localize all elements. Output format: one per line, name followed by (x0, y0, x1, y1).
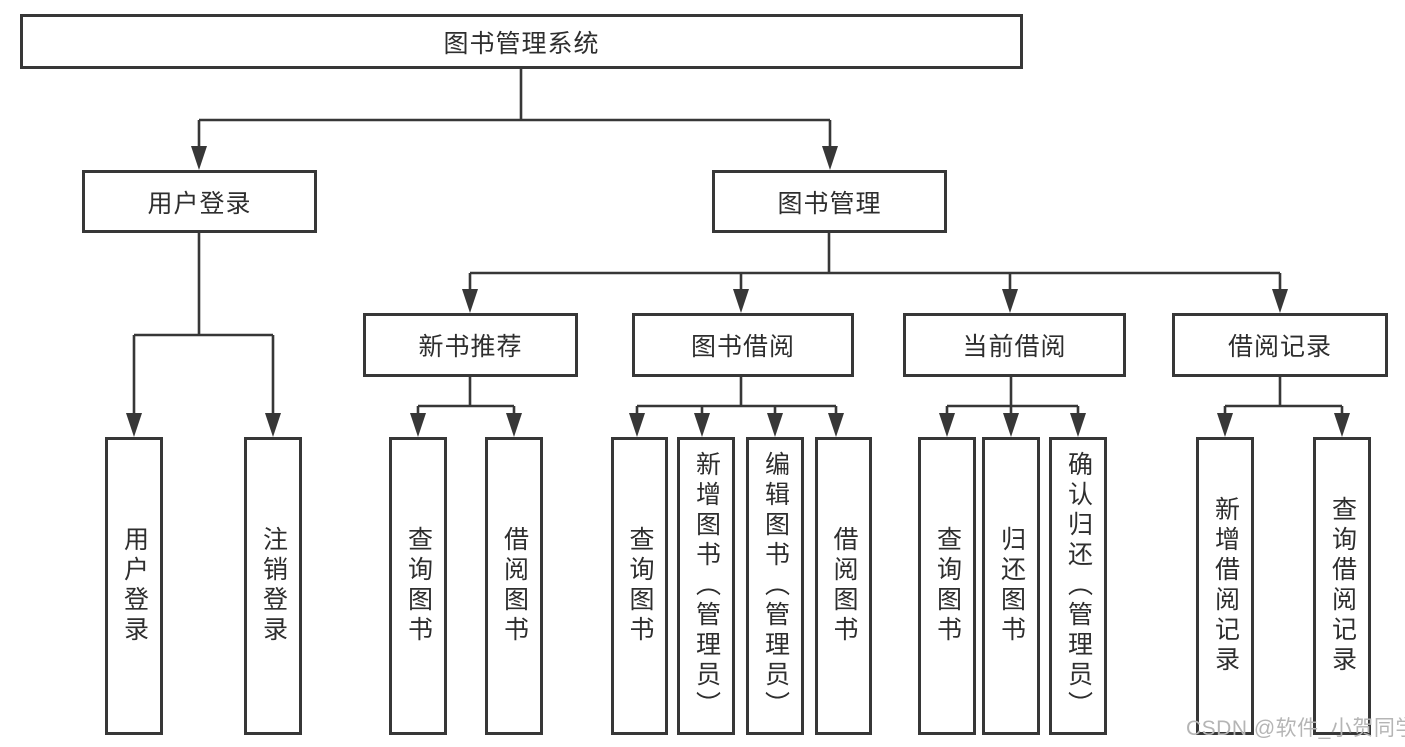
arrowhead (939, 413, 955, 437)
arrowhead (126, 413, 142, 437)
node-book-borrowing-label: 图书借阅 (690, 333, 795, 361)
node-add-books-admin-label: 新增图书（管理员） (692, 451, 721, 721)
node-query-books-current-label: 查询图书 (933, 526, 962, 646)
node-add-borrow-record: 新增借阅记录 (1196, 437, 1254, 735)
arrowhead (1002, 289, 1018, 313)
node-book-borrowing: 图书借阅 (632, 313, 854, 377)
node-user-login: 用户登录 (82, 170, 317, 233)
node-query-books-recommend-label: 查询图书 (404, 526, 433, 646)
node-logout-label: 注销登录 (259, 526, 288, 646)
arrowhead (1217, 413, 1233, 437)
connector-book-borrowing (635, 377, 838, 417)
node-borrow-books-recommend-label: 借阅图书 (500, 526, 529, 646)
node-logout: 注销登录 (244, 437, 302, 735)
arrowhead (1334, 413, 1350, 437)
watermark: CSDN @软件_小贺同学 (1186, 717, 1405, 740)
arrowhead (822, 146, 838, 170)
node-library-management-system: 图书管理系统 (20, 14, 1023, 69)
node-user-login-leaf: 用户登录 (105, 437, 163, 735)
connector-user-login (132, 233, 275, 417)
node-borrowing-records-label: 借阅记录 (1227, 333, 1332, 361)
node-query-books-borrowing-label: 查询图书 (626, 526, 654, 646)
node-book-management: 图书管理 (712, 170, 947, 233)
arrowhead (1272, 289, 1288, 313)
arrowhead (462, 289, 478, 313)
arrowhead (1070, 413, 1086, 437)
node-borrow-books-borrowing: 借阅图书 (815, 437, 872, 735)
connector-book-management (468, 233, 1282, 293)
node-add-borrow-record-label: 新增借阅记录 (1211, 496, 1240, 676)
node-return-books: 归还图书 (982, 437, 1040, 735)
node-borrow-books-recommend: 借阅图书 (485, 437, 543, 735)
arrowhead (410, 413, 426, 437)
arrowhead (506, 413, 522, 437)
node-current-borrowing: 当前借阅 (903, 313, 1126, 377)
node-new-book-recommendation-label: 新书推荐 (418, 333, 523, 361)
node-query-books-recommend: 查询图书 (389, 437, 447, 735)
node-user-login-leaf-label: 用户登录 (120, 526, 149, 646)
node-book-management-label: 图书管理 (777, 189, 882, 218)
arrowhead (191, 146, 207, 170)
arrowhead (733, 289, 749, 313)
node-edit-books-admin: 编辑图书（管理员） (746, 437, 804, 735)
node-current-borrowing-label: 当前借阅 (962, 333, 1067, 361)
node-borrow-books-borrowing-label: 借阅图书 (830, 526, 858, 646)
node-query-books-borrowing: 查询图书 (611, 437, 668, 735)
node-borrowing-records: 借阅记录 (1172, 313, 1388, 377)
arrowhead (694, 413, 710, 437)
connector-current-borrowing (945, 377, 1080, 417)
node-query-borrow-record: 查询借阅记录 (1313, 437, 1371, 735)
node-query-books-current: 查询图书 (918, 437, 976, 735)
arrowhead (1003, 413, 1019, 437)
connector-root (197, 69, 832, 150)
node-confirm-return-admin: 确认归还（管理员） (1049, 437, 1107, 735)
arrowhead (265, 413, 281, 437)
node-new-book-recommendation: 新书推荐 (363, 313, 578, 377)
node-confirm-return-admin-label: 确认归还（管理员） (1064, 451, 1093, 721)
connector-borrowing-records (1223, 377, 1344, 417)
node-user-login-label: 用户登录 (147, 189, 252, 218)
node-library-management-system-label: 图书管理系统 (443, 29, 600, 58)
arrowhead (828, 413, 844, 437)
node-edit-books-admin-label: 编辑图书（管理员） (761, 451, 790, 721)
arrowhead (767, 413, 783, 437)
connector-new-book-recommendation (416, 377, 516, 417)
node-add-books-admin: 新增图书（管理员） (677, 437, 735, 735)
arrowhead (629, 413, 645, 437)
node-query-borrow-record-label: 查询借阅记录 (1328, 496, 1357, 676)
node-return-books-label: 归还图书 (997, 526, 1026, 646)
